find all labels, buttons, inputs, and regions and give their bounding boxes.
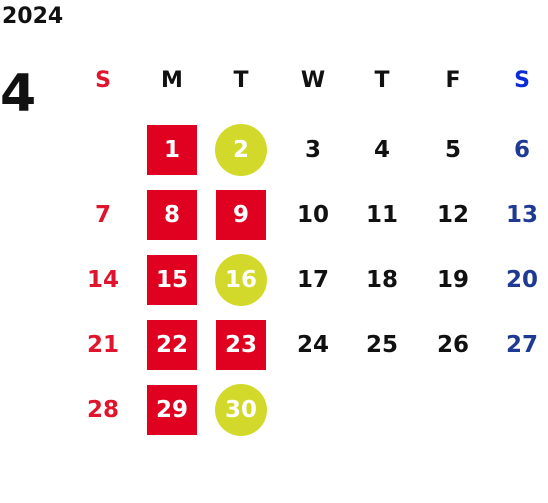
calendar-day-25: 25 <box>365 332 398 358</box>
calendar-day-20: 20 <box>505 267 538 293</box>
weekday-header-tue: T <box>233 68 249 93</box>
calendar-day-3: 3 <box>304 137 321 163</box>
calendar-day-26: 26 <box>436 332 469 358</box>
calendar-day-5: 5 <box>444 137 461 163</box>
calendar-day-30: 30 <box>215 384 267 436</box>
calendar-day-17: 17 <box>296 267 329 293</box>
calendar-day-28: 28 <box>86 397 119 423</box>
calendar-day-22: 22 <box>147 320 197 370</box>
calendar-day-6: 6 <box>513 137 530 163</box>
weekday-header-wed: W <box>300 68 326 93</box>
calendar-day-8: 8 <box>147 190 197 240</box>
calendar-day-16: 16 <box>215 254 267 306</box>
month-label: 4 <box>0 64 37 124</box>
weekday-header-mon: M <box>161 68 183 93</box>
calendar-day-13: 13 <box>505 202 538 228</box>
weekday-header-fri: F <box>445 68 461 93</box>
calendar-day-19: 19 <box>436 267 469 293</box>
calendar-day-1: 1 <box>147 125 197 175</box>
weekday-header-thu: T <box>374 68 390 93</box>
calendar-day-18: 18 <box>365 267 398 293</box>
calendar-day-9: 9 <box>216 190 266 240</box>
calendar-day-27: 27 <box>505 332 538 358</box>
calendar-day-11: 11 <box>365 202 398 228</box>
calendar-day-15: 15 <box>147 255 197 305</box>
calendar-day-29: 29 <box>147 385 197 435</box>
calendar-day-12: 12 <box>436 202 469 228</box>
calendar-day-7: 7 <box>94 202 111 228</box>
year-label: 2024 <box>2 4 64 29</box>
calendar-day-21: 21 <box>86 332 119 358</box>
weekday-header-sun: S <box>95 68 111 93</box>
calendar-day-2: 2 <box>215 124 267 176</box>
calendar-day-14: 14 <box>86 267 119 293</box>
calendar-day-4: 4 <box>373 137 390 163</box>
calendar-day-10: 10 <box>296 202 329 228</box>
weekday-header-sat: S <box>514 68 530 93</box>
calendar-day-24: 24 <box>296 332 329 358</box>
calendar-day-23: 23 <box>216 320 266 370</box>
